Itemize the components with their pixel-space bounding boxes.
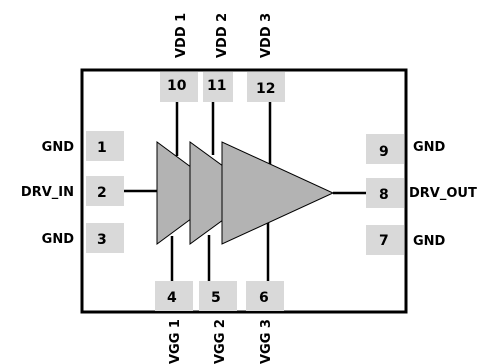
pin-3-number: 3 xyxy=(97,232,107,248)
label-pin10-vdd1: VDD 1 xyxy=(174,13,189,58)
label-pin9-gnd: GND xyxy=(413,140,446,155)
pin-5-box xyxy=(199,281,237,311)
pin-10-number: 10 xyxy=(167,78,187,94)
label-pin2-drv-in: DRV_IN xyxy=(21,185,74,200)
pin-12-number: 12 xyxy=(256,81,275,97)
pin-11-box xyxy=(203,72,233,102)
pin-7-number: 7 xyxy=(379,233,389,249)
pin-2-box xyxy=(86,176,124,206)
label-pin5-vgg2: VGG 2 xyxy=(213,319,228,364)
label-pin8-drv-out: DRV_OUT xyxy=(409,186,477,201)
label-pin6-vgg3: VGG 3 xyxy=(259,319,274,364)
amplifier-stage-3 xyxy=(221,141,335,245)
pin-4-box xyxy=(155,281,193,311)
pin-8-box xyxy=(366,178,404,208)
pin-12-box xyxy=(247,72,285,102)
chip-package-outline xyxy=(80,68,408,314)
label-pin4-vgg1: VGG 1 xyxy=(168,319,183,364)
pin-9-number: 9 xyxy=(379,144,389,160)
pin-11-number: 11 xyxy=(207,78,226,94)
pin-6-box xyxy=(246,281,284,311)
label-pin7-gnd: GND xyxy=(413,234,446,249)
label-pin12-vdd3: VDD 3 xyxy=(259,13,274,58)
pin-4-number: 4 xyxy=(167,290,177,306)
pin-9-box xyxy=(366,134,404,164)
pin-6-number: 6 xyxy=(259,290,269,306)
label-pin1-gnd: GND xyxy=(42,140,75,155)
pin-5-number: 5 xyxy=(211,290,221,306)
pin-1-number: 1 xyxy=(97,140,107,156)
pin-10-box xyxy=(160,72,198,102)
wires xyxy=(124,102,366,281)
label-pin11-vdd2: VDD 2 xyxy=(215,13,230,58)
pin-8-number: 8 xyxy=(379,187,389,203)
label-pin3-gnd: GND xyxy=(42,232,75,247)
pin-7-box xyxy=(366,225,404,255)
amplifier-chain xyxy=(156,141,335,245)
pin-2-number: 2 xyxy=(97,185,107,201)
pin-3-box xyxy=(86,223,124,253)
pin-1-box xyxy=(86,131,124,161)
